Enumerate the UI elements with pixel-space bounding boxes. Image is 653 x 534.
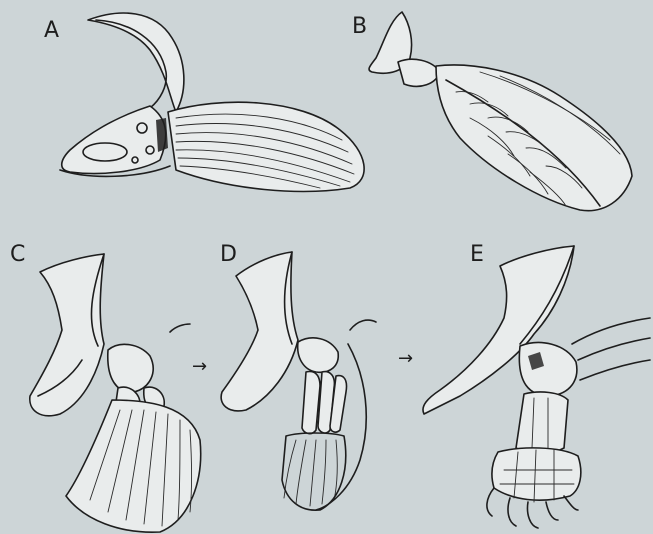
- panel-label-d: D: [220, 244, 237, 266]
- figure-e: [423, 246, 650, 528]
- figure-d: [221, 252, 376, 510]
- hand-e-bones: [487, 392, 581, 528]
- limb-d-bones: [282, 372, 347, 511]
- panel-label-e: E: [470, 244, 484, 266]
- arrow-c-to-d: →: [192, 358, 207, 376]
- figure-c: [30, 254, 201, 532]
- arrow-d-to-e: →: [398, 350, 413, 368]
- panel-label-b: B: [352, 16, 367, 38]
- figure-a: [60, 13, 364, 191]
- panel-label-a: A: [44, 20, 59, 42]
- panel-label-c: C: [10, 244, 25, 266]
- figure-b: [369, 12, 632, 211]
